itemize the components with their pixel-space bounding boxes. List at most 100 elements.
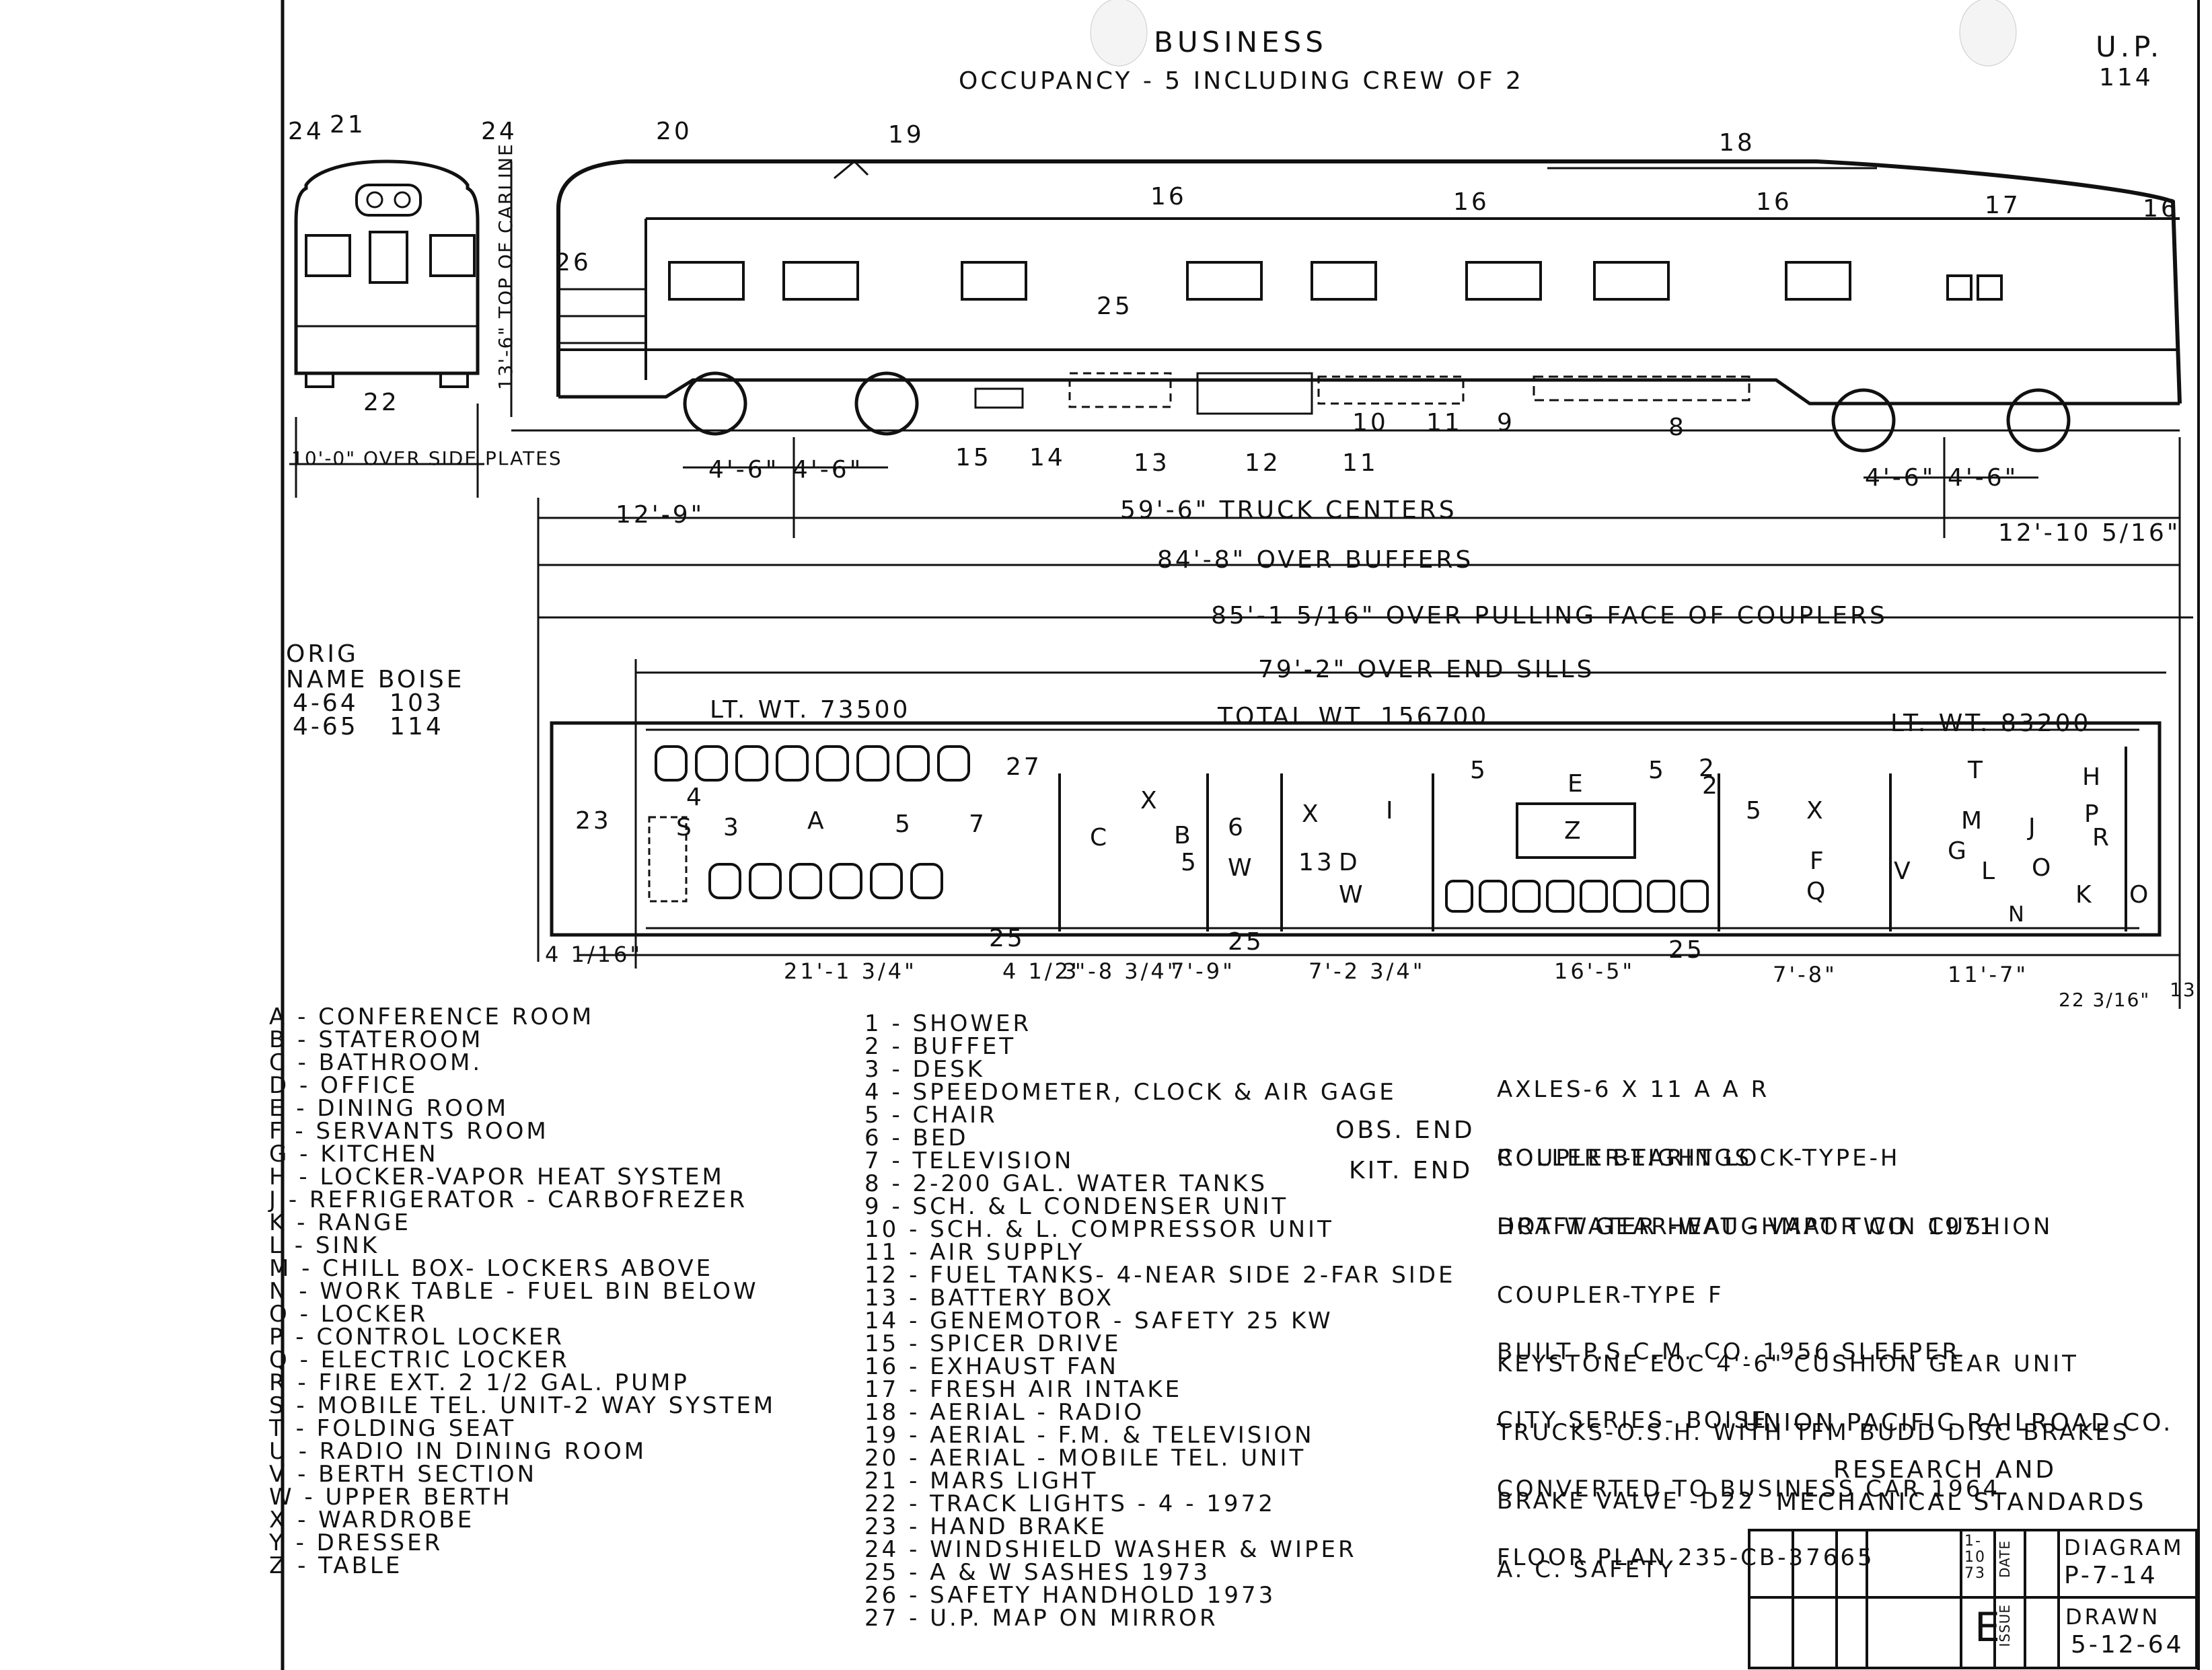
plan-label: 25 xyxy=(1668,936,1705,964)
legend-letter-item: M - CHILL BOX- LOCKERS ABOVE xyxy=(269,1255,714,1282)
spec-obs-draft-gear: DRAFT GEAR-WAUGHMAT TWIN CUSHION xyxy=(1497,1213,2053,1240)
legend-number-item: 22 - TRACK LIGHTS - 4 - 1972 xyxy=(864,1490,1276,1517)
callout: 9 xyxy=(1497,409,1515,437)
legend-letter-item: F - SERVANTS ROOM xyxy=(269,1118,549,1145)
callout: 11 xyxy=(1342,449,1378,477)
plan-dimension: 4 1/2" xyxy=(1002,958,1084,984)
spec-trucks: TRUCKS-O.S.H. WITH TFM BUDD DISC BRAKES xyxy=(1497,1419,2130,1446)
diagram-title: BUSINESS xyxy=(1154,26,1327,59)
plan-dimension: 3'-8 3/4" xyxy=(1063,958,1180,984)
plan-label: S xyxy=(676,814,694,841)
plan-label: 23 xyxy=(575,807,612,835)
names-header: NAME BOISE xyxy=(286,666,465,693)
plan-label: W xyxy=(1339,881,1366,909)
spec-brake: BRAKE VALVE -D22 xyxy=(1497,1488,1756,1515)
legend-number-item: 4 - SPEEDOMETER, CLOCK & AIR GAGE xyxy=(864,1079,1397,1106)
end-view-width: 10'-0" OVER SIDE PLATES xyxy=(291,447,562,469)
plan-label: 2 xyxy=(1702,772,1720,800)
plan-label: N xyxy=(2008,901,2027,927)
plan-label: 5 xyxy=(1648,757,1666,784)
spec-bearings: ROLLER BEARINGS xyxy=(1497,1145,1753,1172)
legend-number-item: 10 - SCH. & L. COMPRESSOR UNIT xyxy=(864,1216,1334,1243)
plan-label: 27 xyxy=(1006,753,1042,781)
callout: 8 xyxy=(1668,414,1687,441)
callout: 16 xyxy=(1453,188,1489,216)
legend-letter-item: E - DINING ROOM xyxy=(269,1095,509,1122)
plan-label: T xyxy=(1968,757,1985,784)
callout: 26 xyxy=(555,249,591,276)
punch-hole xyxy=(1959,0,2017,67)
plan-label: M xyxy=(1961,807,1985,835)
spec-built: BUILT P.S.C.M. CO. 1956 SLEEPER xyxy=(1497,1338,1961,1365)
legend-letter-item: U - RADIO IN DINING ROOM xyxy=(269,1438,647,1465)
plan-label: Q xyxy=(1806,878,1829,905)
plan-dimension: 22 3/16" xyxy=(2059,989,2151,1011)
plan-dimension: 11'-7" xyxy=(1948,962,2029,987)
legend-letter-item: B - STATEROOM xyxy=(269,1026,484,1053)
over-couplers: 85'-1 5/16" OVER PULLING FACE OF COUPLER… xyxy=(1211,602,1888,630)
plan-dimension: 21'-1 3/4" xyxy=(784,958,917,984)
legend-number-item: 16 - EXHAUST FAN xyxy=(864,1353,1119,1380)
plan-label: R xyxy=(2092,824,2112,851)
legend-number-item: 27 - U.P. MAP ON MIRROR xyxy=(864,1605,1218,1632)
spec-safety: A. C. SAFETY xyxy=(1497,1556,1676,1583)
plan-label: X xyxy=(1140,787,1160,814)
plan-label: V xyxy=(1894,858,1913,885)
legend-letter-item: N - WORK TABLE - FUEL BIN BELOW xyxy=(269,1278,759,1305)
legend-number-item: 20 - AERIAL - MOBILE TEL. UNIT xyxy=(864,1445,1306,1472)
plan-label: 5 xyxy=(1181,849,1199,876)
plan-label: 25 xyxy=(1228,928,1264,956)
issue-letter: E xyxy=(1975,1604,2003,1651)
callout: 16 xyxy=(1150,183,1187,211)
dimension-lines xyxy=(289,437,2193,1009)
callout: 24 xyxy=(481,118,517,145)
legend-letter-item: J - REFRIGERATOR - CARBOFREZER xyxy=(269,1186,748,1213)
legend-letter-item: P - CONTROL LOCKER xyxy=(269,1324,564,1351)
issue-date: 1-10 73 xyxy=(1964,1533,1986,1582)
callout: 12 xyxy=(1245,449,1281,477)
legend-number-item: 18 - AERIAL - RADIO xyxy=(864,1399,1145,1426)
legend-number-item: 24 - WINDSHIELD WASHER & WIPER xyxy=(864,1536,1357,1563)
legend-letter-item: K - RANGE xyxy=(269,1209,411,1236)
plan-label: 13 xyxy=(1298,849,1335,876)
legend-letter-item: G - KITCHEN xyxy=(269,1141,439,1168)
right-overhang: 12'-10 5/16" xyxy=(1998,519,2181,547)
names-header-orig: ORIG xyxy=(286,640,359,668)
callout: 14 xyxy=(1029,444,1066,471)
plan-label: 2 xyxy=(1699,755,1717,782)
names-row: 4-65 114 xyxy=(293,713,444,741)
plan-label: 5 xyxy=(895,810,913,838)
legend-letter-item: T - FOLDING SEAT xyxy=(269,1415,517,1442)
specs: AXLES-6 X 11 A A R ROLLER BEARINGS HOT W… xyxy=(1497,1032,1997,1261)
kit-end-label: KIT. END xyxy=(1349,1157,1473,1184)
truck-wheelbase: 4'-6" xyxy=(1948,464,2019,492)
legend-number-item: 25 - A & W SASHES 1973 xyxy=(864,1559,1210,1586)
over-buffers: 84'-8" OVER BUFFERS xyxy=(1157,546,1474,574)
occupancy-subtitle: OCCUPANCY - 5 INCLUDING CREW OF 2 xyxy=(959,67,1524,95)
legend-number-item: 7 - TELEVISION xyxy=(864,1147,1074,1174)
spec-floor-plan: FLOOR PLAN 235-CB-37665 xyxy=(1497,1544,1875,1571)
plan-label: J xyxy=(2028,814,2038,841)
plan-dimension: 13 xyxy=(2170,979,2197,1001)
callout: 10 xyxy=(1352,409,1389,437)
plan-label: W xyxy=(1228,854,1255,882)
plan-label: 6 xyxy=(1228,814,1246,841)
plan-label: H xyxy=(2082,763,2104,791)
spec-series: CITY SERIES- BOISE xyxy=(1497,1407,1769,1434)
plan-label: F xyxy=(1810,847,1827,875)
railroad-mark: U.P. xyxy=(2096,30,2164,63)
light-weight-right: LT. WT. 83200 xyxy=(1890,710,2092,737)
callout: 17 xyxy=(1985,192,2021,219)
floor-plan xyxy=(550,721,2162,937)
legend-number-item: 23 - HAND BRAKE xyxy=(864,1513,1108,1540)
plan-label: A xyxy=(807,807,827,835)
legend-number-item: 13 - BATTERY BOX xyxy=(864,1285,1115,1312)
drawn-date: 5-12-64 xyxy=(2071,1631,2184,1659)
legend-letter-item: Y - DRESSER xyxy=(269,1529,443,1556)
issue-label: ISSUE xyxy=(1997,1604,2013,1647)
legend-number-item: 9 - SCH. & L CONDENSER UNIT xyxy=(864,1193,1289,1220)
legend-number-item: 26 - SAFETY HANDHOLD 1973 xyxy=(864,1582,1276,1609)
plan-label: Z xyxy=(1564,817,1584,845)
truck-centers: 59'-6" TRUCK CENTERS xyxy=(1120,496,1457,524)
